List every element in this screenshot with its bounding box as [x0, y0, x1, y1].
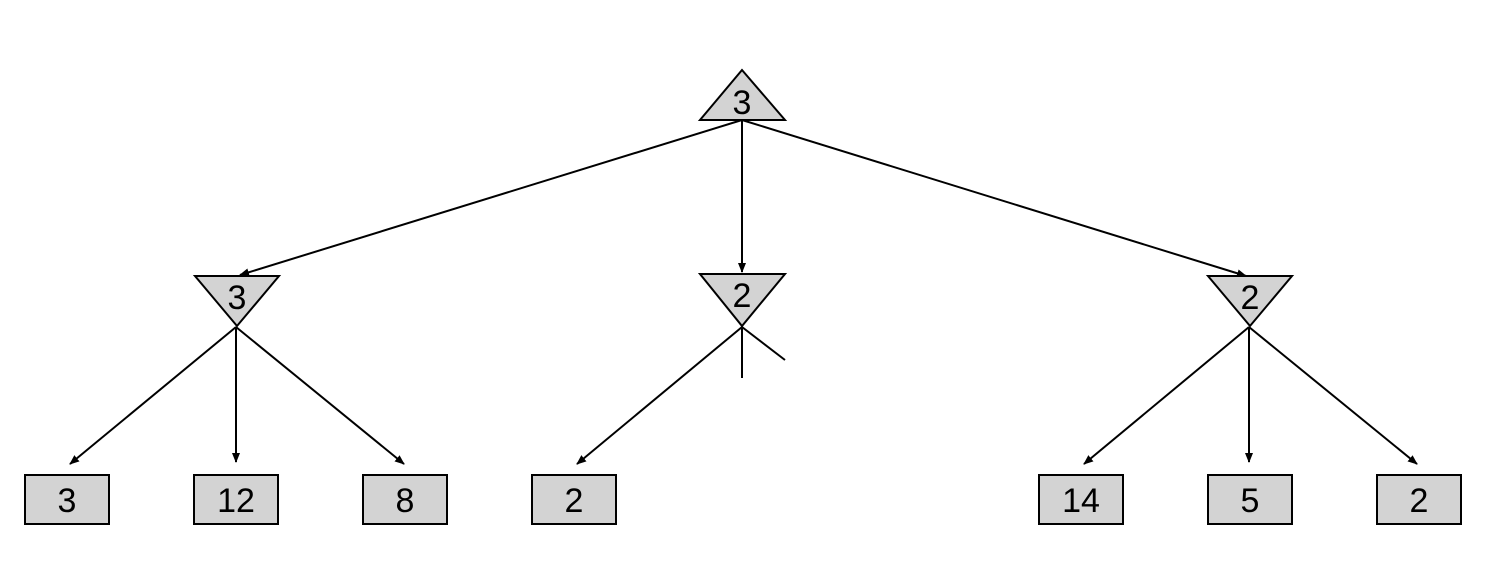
min-node-triangle: [1205, 275, 1295, 328]
leaf-node: 2: [1376, 474, 1462, 525]
edge-min-2-to-leaf-4: [576, 326, 743, 465]
edge-min-1-to-leaf-3: [235, 326, 405, 465]
min-node-2: 2: [697, 273, 788, 328]
leaf-value: 2: [565, 482, 584, 520]
edge-min-3-to-leaf-5: [1083, 326, 1250, 465]
leaf-node: 2: [531, 474, 617, 525]
min-node-triangle: [697, 273, 788, 328]
max-node-triangle: [697, 68, 788, 121]
leaf-value: 3: [58, 482, 77, 520]
edge-min-1-to-leaf-1: [69, 326, 237, 465]
edge-root-to-min-3: [741, 119, 1247, 278]
pruned-branch-2: [741, 326, 786, 361]
root-max-node: 3: [697, 68, 788, 122]
min-node-3: 2: [1205, 275, 1295, 328]
leaf-node: 12: [193, 474, 279, 525]
min-node-1-value: 3: [228, 279, 247, 317]
min-node-triangle: [192, 275, 282, 328]
min-node-2-value: 2: [733, 277, 752, 315]
min-node-1: 3: [192, 275, 282, 328]
leaf-node: 3: [24, 474, 110, 525]
leaf-value: 5: [1241, 482, 1260, 520]
leaf-node: 14: [1038, 474, 1124, 525]
leaf-node: 8: [362, 474, 448, 525]
edge-root-to-min-1: [239, 119, 743, 277]
edge-min-3-to-leaf-7: [1248, 326, 1418, 465]
leaf-value: 14: [1062, 482, 1100, 520]
leaf-value: 8: [396, 482, 415, 520]
leaf-value: 12: [217, 482, 255, 520]
min-node-3-value: 2: [1241, 279, 1260, 317]
leaf-value: 2: [1410, 482, 1429, 520]
leaf-node: 5: [1207, 474, 1293, 525]
root-value: 3: [733, 84, 752, 122]
